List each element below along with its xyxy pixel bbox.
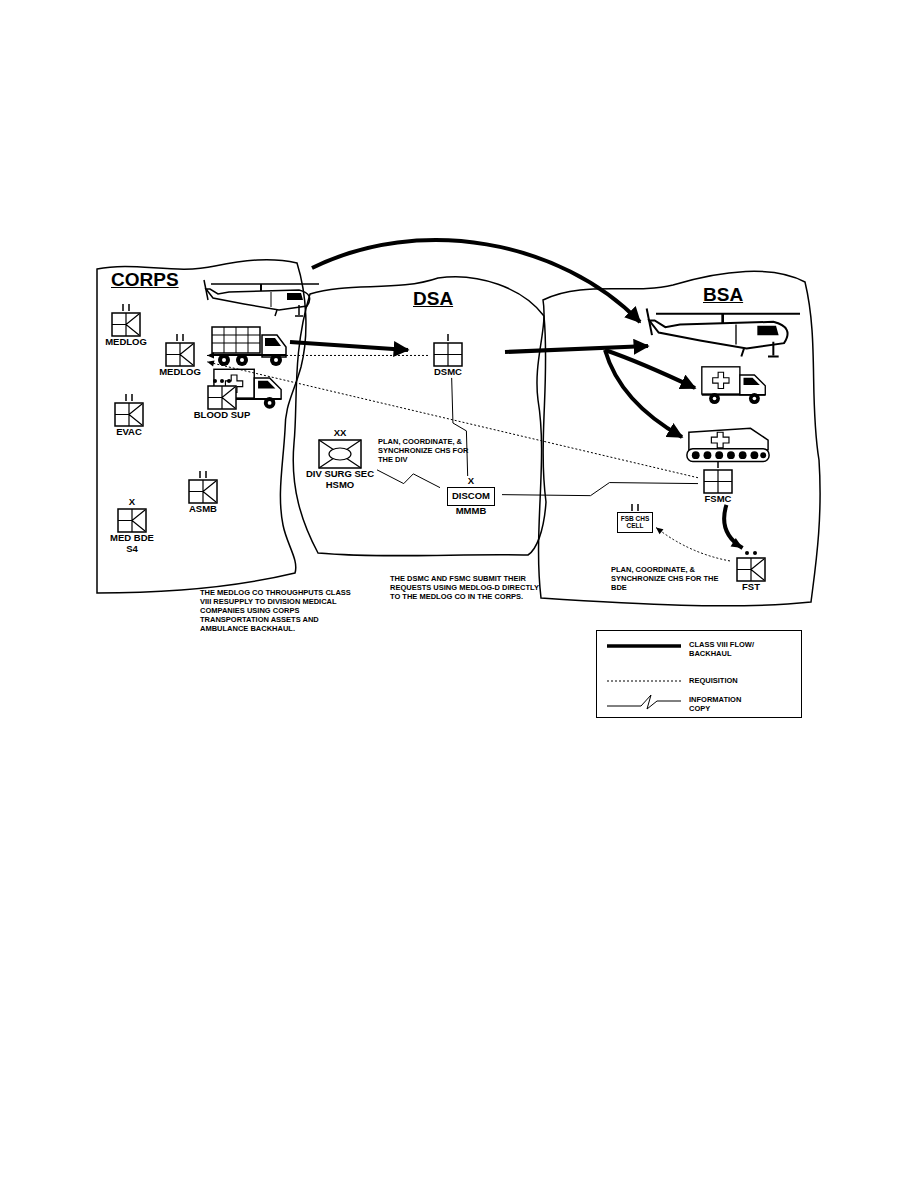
connector (502, 483, 698, 496)
echelon-mark (114, 303, 138, 312)
unit-symbol (703, 469, 733, 494)
connector-line (724, 505, 742, 548)
echelon-label: X (468, 476, 474, 487)
note-text: PLAN, COORDINATE, & SYNCHRONIZE CHS FOR … (378, 437, 478, 464)
unit-symbol (114, 402, 144, 427)
unit-label: FSMC (705, 494, 732, 505)
helicopter (647, 309, 800, 357)
arrowhead (656, 527, 663, 534)
connector (377, 470, 440, 488)
unit-symbol (736, 557, 766, 582)
connector-line (207, 355, 428, 356)
echelon-mark (168, 333, 192, 342)
arrowhead (731, 538, 743, 548)
unit-node: DSMC (428, 333, 468, 378)
region: BSA FSMC FSB CHS CELL FST (533, 260, 825, 612)
legend-label: INFORMATION COPY (689, 695, 749, 713)
connector (207, 352, 428, 358)
unit-symbol (207, 385, 237, 410)
unit-label: EVAC (116, 427, 142, 438)
unit-node: X MED BDE S4 (106, 497, 158, 555)
unit-label: ASMB (189, 504, 217, 515)
region-outline (533, 260, 825, 612)
unit-label: MMMB (456, 506, 487, 517)
connector (656, 527, 730, 560)
class-viii-flow (290, 240, 695, 437)
region: CORPS MEDLOG MEDLOG EVAC BLOOD SUP ASMB X MED B… (95, 255, 335, 600)
note-text: THE MEDLOG CO THROUGHPUTS CLASS VIII RES… (200, 588, 352, 633)
echelon-mark (191, 470, 215, 479)
unit-label: DSMC (434, 367, 462, 378)
legend-label: REQUISITION (689, 676, 797, 685)
echelon-mark (739, 548, 763, 557)
echelon-mark (623, 503, 647, 512)
echelon-mark (706, 460, 730, 469)
unit-node: FSMC (698, 460, 738, 505)
unit-node: ASMB (177, 470, 229, 515)
connector (452, 378, 468, 476)
unit-node: FST (730, 548, 772, 593)
region-heading: CORPS (111, 269, 179, 291)
note-text: PLAN, COORDINATE, & SYNCHRONIZE CHS FOR … (611, 565, 723, 592)
echelon-mark (210, 376, 234, 385)
unit-label: MED BDE S4 (106, 533, 158, 555)
unit-node: XX DIV SURG SEC HSMO (303, 428, 377, 491)
armored-ambulance (687, 428, 769, 461)
arrowhead (207, 352, 214, 358)
cell-box: FSB CHS CELL (614, 503, 656, 533)
unit-symbol (111, 312, 141, 337)
unit-node: BLOOD SUP (190, 376, 254, 421)
unit-symbol (165, 342, 195, 367)
connector-line (207, 362, 698, 478)
ambulance (702, 367, 765, 404)
unit-label: MEDLOG (159, 367, 201, 378)
unit-label: BLOOD SUP (194, 410, 250, 421)
arrowhead (207, 360, 215, 366)
echelon-mark (436, 333, 460, 342)
legend-label: CLASS VIII FLOW/ BACKHAUL (689, 640, 769, 658)
unit-symbol (188, 479, 218, 504)
truck (212, 327, 286, 366)
region-heading: DSA (413, 288, 453, 310)
command-node: X DISCOM MMMB (440, 476, 502, 517)
note-text: THE DSMC AND FSMC SUBMIT THEIR REQUESTS … (390, 574, 550, 601)
unit-symbol (433, 342, 463, 367)
legend: CLASS VIII FLOW/ BACKHAUL REQUISITION INFO… (596, 630, 802, 718)
unit-name: DISCOM (452, 491, 490, 502)
connector-line (502, 483, 698, 496)
connector-line (377, 470, 440, 488)
unit-label: FST (742, 582, 760, 593)
connector (724, 505, 742, 548)
cell-label: FSB CHS CELL (620, 515, 650, 530)
echelon-label: XX (334, 428, 347, 439)
unit-label: DIV SURG SEC HSMO (303, 469, 377, 491)
region-outline (288, 270, 553, 563)
staff-symbol (318, 439, 362, 469)
unit-node: MEDLOG (100, 303, 152, 348)
connector (207, 360, 698, 477)
cell-frame: FSB CHS CELL (617, 512, 653, 533)
unit-node: MEDLOG (153, 333, 207, 378)
unit-label: MEDLOG (105, 337, 147, 348)
unit-box: DISCOM (447, 487, 495, 506)
echelon-mark (117, 393, 141, 402)
echelon-label: X (129, 497, 135, 508)
connector-line (452, 378, 468, 476)
unit-node: EVAC (104, 393, 154, 438)
region: DSA DSMC XX DIV SURG SEC HSMO X DISCOM MMMB (288, 270, 553, 563)
connector-line (656, 527, 730, 560)
region-heading: BSA (703, 284, 743, 306)
unit-symbol (117, 508, 147, 533)
